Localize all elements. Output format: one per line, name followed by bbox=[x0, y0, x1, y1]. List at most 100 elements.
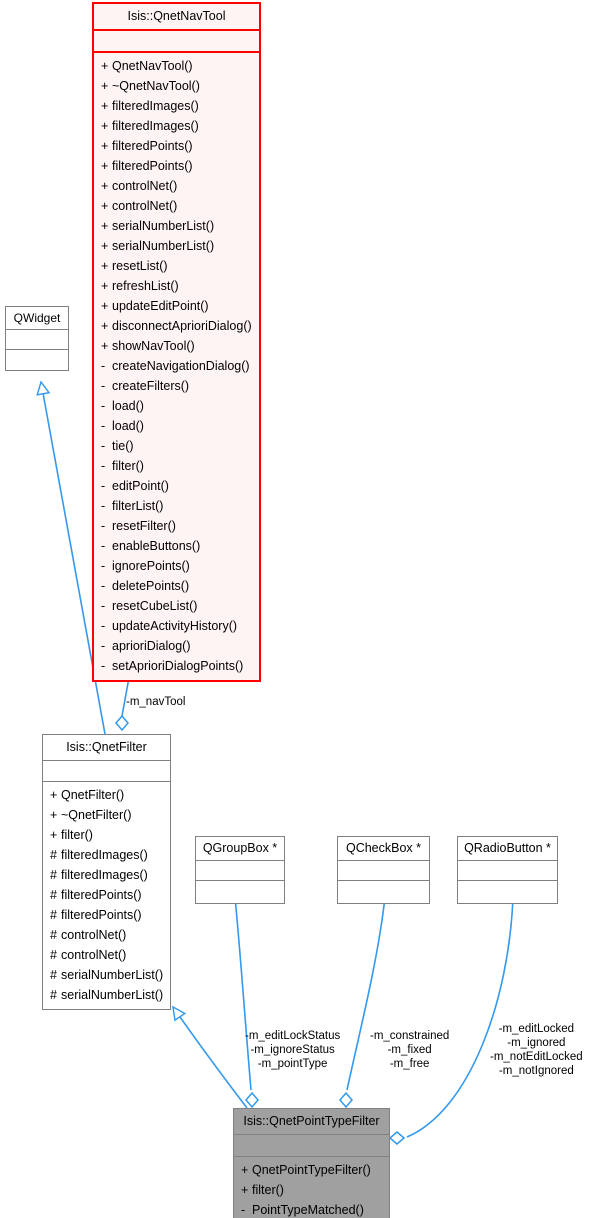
member-visibility: + bbox=[101, 258, 109, 273]
member-label: filter() bbox=[112, 458, 144, 473]
class-member: +filteredPoints() bbox=[94, 156, 259, 176]
member-label: filter() bbox=[61, 827, 93, 842]
class-member: +filteredPoints() bbox=[94, 136, 259, 156]
member-visibility: - bbox=[101, 458, 106, 473]
class-member: -ignorePoints() bbox=[94, 556, 259, 576]
class-member: +serialNumberList() bbox=[94, 216, 259, 236]
member-visibility: # bbox=[50, 907, 57, 922]
member-visibility: - bbox=[101, 398, 106, 413]
member-label: load() bbox=[112, 418, 144, 433]
member-label: aprioriDialog() bbox=[112, 638, 191, 653]
member-label: filterList() bbox=[112, 498, 164, 513]
member-visibility: - bbox=[101, 378, 106, 393]
member-label: controlNet() bbox=[61, 927, 127, 942]
member-visibility: # bbox=[50, 967, 57, 982]
member-visibility: + bbox=[101, 198, 109, 213]
edge-label-line: -m_editLocked bbox=[498, 1023, 575, 1035]
member-visibility: - bbox=[101, 618, 106, 633]
member-visibility: - bbox=[101, 558, 106, 573]
class-member: +controlNet() bbox=[94, 196, 259, 216]
class-attributes-qnetfilter bbox=[43, 761, 170, 782]
member-label: resetFilter() bbox=[112, 518, 176, 533]
member-visibility: + bbox=[101, 158, 109, 173]
class-box-qwidget[interactable]: QWidget bbox=[5, 306, 69, 371]
member-visibility: + bbox=[101, 78, 109, 93]
member-visibility: - bbox=[101, 658, 106, 673]
class-title-qradiobutton: QRadioButton * bbox=[458, 837, 557, 861]
member-label: serialNumberList() bbox=[112, 218, 215, 233]
member-label: disconnectAprioriDialog() bbox=[112, 318, 252, 333]
member-visibility: + bbox=[101, 98, 109, 113]
class-box-qgroupbox[interactable]: QGroupBox * bbox=[195, 836, 285, 904]
member-label: ~QnetNavTool() bbox=[112, 78, 200, 93]
member-visibility: # bbox=[50, 927, 57, 942]
edge-label-line: -m_ignoreStatus bbox=[250, 1044, 335, 1056]
class-attributes-qnetnavtool bbox=[94, 30, 259, 53]
edge-label-m-navtool: -m_navTool bbox=[126, 696, 186, 708]
member-label: deletePoints() bbox=[112, 578, 190, 593]
class-member: +controlNet() bbox=[94, 176, 259, 196]
member-label: filteredImages() bbox=[112, 118, 199, 133]
class-box-qnetnavtool[interactable]: Isis::QnetNavTool +QnetNavTool()+~QnetNa… bbox=[92, 2, 261, 682]
class-member: -load() bbox=[94, 396, 259, 416]
class-member: -resetCubeList() bbox=[94, 596, 259, 616]
class-box-qcheckbox[interactable]: QCheckBox * bbox=[337, 836, 430, 904]
edge-label-line: -m_free bbox=[389, 1058, 430, 1070]
edge-label-line: -m_constrained bbox=[370, 1030, 450, 1042]
member-visibility: # bbox=[50, 867, 57, 882]
member-visibility: + bbox=[101, 218, 109, 233]
class-box-qnetpointtypefilter[interactable]: Isis::QnetPointTypeFilter +QnetPointType… bbox=[233, 1108, 390, 1218]
class-member: +disconnectAprioriDialog() bbox=[94, 316, 259, 336]
member-visibility: - bbox=[101, 518, 106, 533]
member-visibility: + bbox=[241, 1162, 249, 1177]
class-member: +refreshList() bbox=[94, 276, 259, 296]
edge-label-line: -m_ignored bbox=[507, 1037, 566, 1049]
member-label: updateActivityHistory() bbox=[112, 618, 238, 633]
class-member: #serialNumberList() bbox=[43, 965, 170, 985]
edge-label-radiobutton-members: -m_editLocked -m_ignored -m_notEditLocke… bbox=[490, 1022, 583, 1078]
edge-label-checkbox-members: -m_constrained -m_fixed -m_free bbox=[370, 1029, 449, 1071]
class-member: -filter() bbox=[94, 456, 259, 476]
member-label: showNavTool() bbox=[112, 338, 195, 353]
class-title-qgroupbox: QGroupBox * bbox=[196, 837, 284, 861]
member-label: filteredPoints() bbox=[61, 907, 142, 922]
member-visibility: - bbox=[101, 478, 106, 493]
class-member: # controlNet() bbox=[43, 925, 170, 945]
member-visibility: - bbox=[241, 1202, 246, 1217]
member-label: editPoint() bbox=[112, 478, 169, 493]
member-visibility: + bbox=[241, 1182, 249, 1197]
member-label: load() bbox=[112, 398, 144, 413]
member-label: QnetNavTool() bbox=[112, 58, 193, 73]
class-member: +~QnetFilter() bbox=[43, 805, 170, 825]
class-member: -tie() bbox=[94, 436, 259, 456]
class-member: +QnetPointTypeFilter() bbox=[234, 1160, 389, 1180]
class-member: -resetFilter() bbox=[94, 516, 259, 536]
member-visibility: - bbox=[101, 418, 106, 433]
class-member: -enableButtons() bbox=[94, 536, 259, 556]
class-member: #filteredPoints() bbox=[43, 885, 170, 905]
class-box-qnetfilter[interactable]: Isis::QnetFilter +QnetFilter()+~QnetFilt… bbox=[42, 734, 171, 1010]
class-member: +filteredImages() bbox=[94, 116, 259, 136]
member-visibility: + bbox=[101, 138, 109, 153]
member-visibility: - bbox=[101, 498, 106, 513]
member-label: controlNet() bbox=[112, 178, 178, 193]
member-label: filteredPoints() bbox=[112, 138, 193, 153]
member-label: controlNet() bbox=[61, 947, 127, 962]
member-label: resetCubeList() bbox=[112, 598, 198, 613]
member-label: filteredPoints() bbox=[61, 887, 142, 902]
class-box-qradiobutton[interactable]: QRadioButton * bbox=[457, 836, 558, 904]
class-title-qnetpointtypefilter: Isis::QnetPointTypeFilter bbox=[234, 1109, 389, 1135]
member-visibility: + bbox=[101, 298, 109, 313]
member-label: tie() bbox=[112, 438, 134, 453]
class-attributes-qgroupbox bbox=[196, 861, 284, 881]
class-title-qcheckbox: QCheckBox * bbox=[338, 837, 429, 861]
class-member: # filteredPoints() bbox=[43, 905, 170, 925]
class-member: #serialNumberList() bbox=[43, 985, 170, 1005]
class-member: #filteredImages() bbox=[43, 845, 170, 865]
member-visibility: - bbox=[101, 598, 106, 613]
member-label: filteredImages() bbox=[61, 867, 148, 882]
member-visibility: # bbox=[50, 987, 57, 1002]
class-member: +QnetFilter() bbox=[43, 785, 170, 805]
class-title-qnetnavtool: Isis::QnetNavTool bbox=[94, 4, 259, 31]
